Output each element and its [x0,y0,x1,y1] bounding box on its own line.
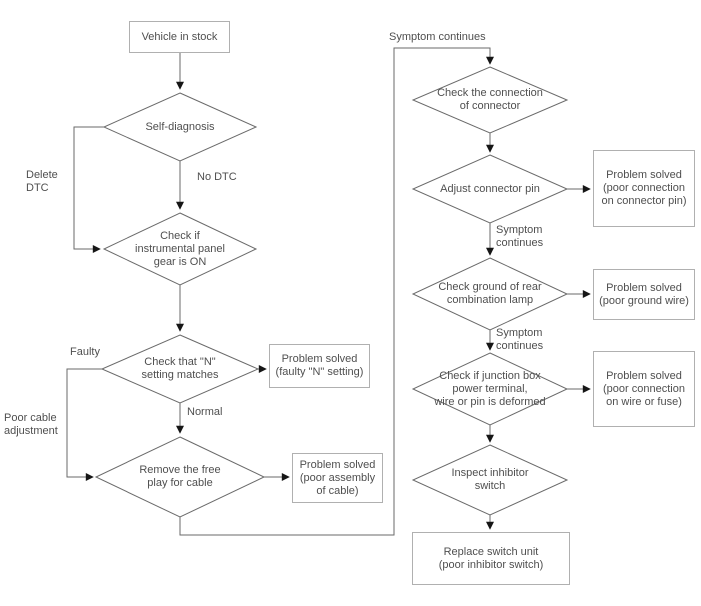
diamond-check-connector [411,66,569,134]
node-solved-cable: Problem solved (poor assembly of cable) [292,453,383,503]
node-replace-switch: Replace switch unit (poor inhibitor swit… [412,532,570,585]
edge-label-no-dtc: No DTC [197,171,237,183]
edge-label-faulty: Faulty [70,346,100,358]
diamond-self-diagnosis [102,92,258,162]
node-vehicle-in-stock: Vehicle in stock [129,21,230,53]
diamond-check-junction-box [411,352,569,426]
connector-symptom-continues-main [179,47,494,536]
edge-label-symptom-continues-top: Symptom continues [389,31,486,43]
diamond-check-panel-gear [102,212,258,286]
edge-label-normal: Normal [187,406,223,418]
node-solved-ground-wire: Problem solved (poor ground wire) [593,269,695,320]
node-solved-n-setting: Problem solved (faulty "N" setting) [269,344,370,388]
edge-label-symptom-continues-1: Symptom continues [496,224,544,249]
diamond-check-ground-lamp [411,257,569,331]
diamond-adjust-connector-pin [411,154,569,224]
connector-delete-dtc-loop [73,126,104,253]
edge-label-delete-dtc: Delete DTC [26,169,58,194]
connector-faulty-loop [66,368,102,481]
node-solved-connector-pin: Problem solved (poor connection on conne… [593,150,695,227]
diamond-remove-free-play [94,436,266,518]
diamond-check-n-setting [100,334,260,404]
node-solved-wire-fuse: Problem solved (poor connection on wire … [593,351,695,427]
edge-label-symptom-continues-2: Symptom continues [496,327,544,352]
diamond-inspect-inhibitor [411,444,569,516]
edge-label-poor-cable-adjustment: Poor cable adjustment [4,412,58,437]
